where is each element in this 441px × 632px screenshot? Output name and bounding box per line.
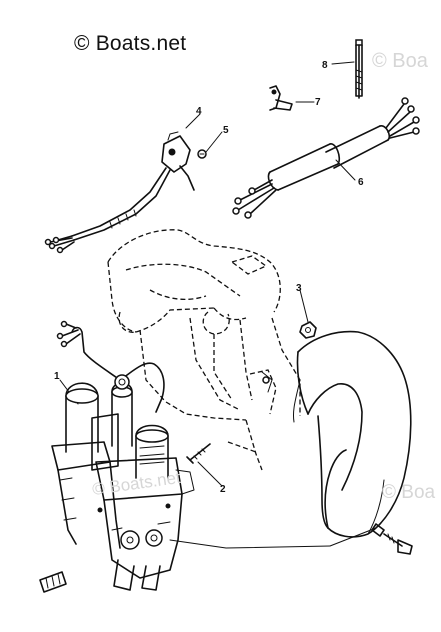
leader-lines [59,61,356,487]
callout-part-8: 8 [322,60,328,71]
watermark-faint-lower-right: © Boa [382,482,436,503]
wire-harness-part-6 [232,97,420,219]
callout-part-5: 5 [223,125,229,136]
callout-part-4: 4 [196,106,202,117]
callout-part-3: 3 [296,283,302,294]
bolt-lower-right [371,523,413,555]
watermark-boats-net: © Boats.net [74,32,187,55]
clamp-bracket-assembly [107,229,301,471]
callout-part-2: 2 [220,484,226,495]
tilt-motor-part-1 [51,320,195,591]
clamp-part-7 [269,85,293,111]
callout-part-7: 7 [315,97,321,108]
front-direction-mark [39,571,67,593]
screw-part-2 [186,443,211,464]
watermark-faint-right: © Boa [372,50,428,72]
callout-part-6: 6 [358,177,364,188]
callout-part-1: 1 [54,371,60,382]
swivel-bracket [293,330,412,538]
connecting-lines [169,371,377,549]
nut-part-3 [299,321,317,339]
bolt-part-8 [355,39,363,99]
switch-part-4 [44,131,195,254]
screw-part-5 [197,149,207,159]
